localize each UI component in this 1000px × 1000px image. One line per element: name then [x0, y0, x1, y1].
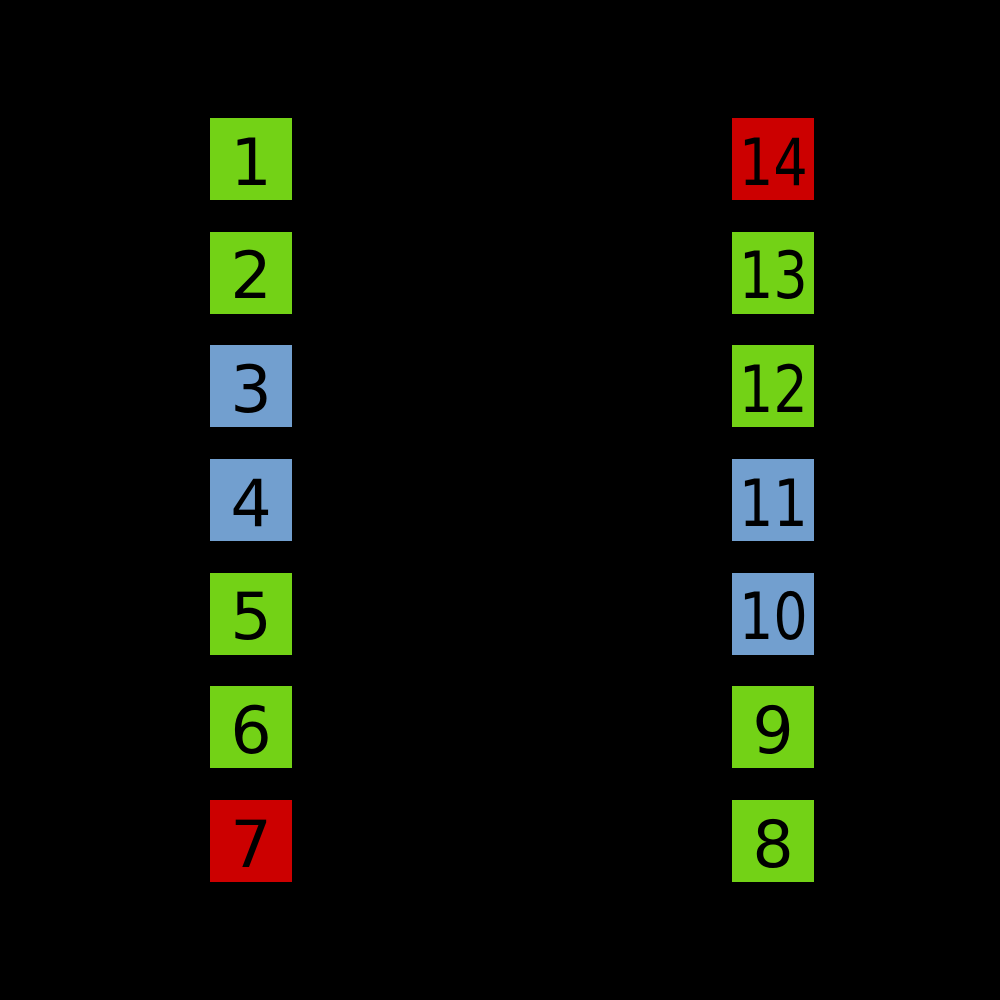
pin-number: 6	[230, 693, 272, 769]
pin-number: 3	[230, 352, 272, 428]
pin-square-5: 5	[210, 572, 292, 656]
pin-number: 11	[738, 466, 808, 542]
pin-square-1: 1	[210, 118, 292, 200]
pin-square-14: 14	[732, 118, 814, 200]
pin-square-7: 7	[210, 800, 292, 883]
pin-number: 1	[230, 125, 272, 201]
pin-number: 8	[752, 807, 794, 883]
pin-number: 9	[752, 693, 794, 769]
pin-number: 4	[230, 466, 272, 542]
pin-square-11: 11	[732, 459, 814, 542]
pin-square-9: 9	[732, 686, 814, 769]
pin-square-4: 4	[210, 459, 292, 542]
pin-square-8: 8	[732, 800, 814, 883]
pin-square-2: 2	[210, 231, 292, 315]
pin-number: 13	[738, 239, 808, 315]
pin-square-12: 12	[732, 345, 814, 428]
pin-square-10: 10	[732, 572, 814, 656]
pin-number: 2	[230, 239, 272, 315]
pin-square-6: 6	[210, 686, 292, 769]
pin-number: 10	[738, 580, 808, 656]
pin-number: 14	[738, 125, 808, 201]
pin-square-3: 3	[210, 345, 292, 428]
pin-square-13: 13	[732, 231, 814, 315]
right-pin-column: 14 13 12 11 10 9 8	[732, 118, 814, 883]
pin-number: 12	[738, 352, 808, 428]
pin-number: 5	[230, 580, 272, 656]
left-pin-column: 1 2 3 4 5 6 7	[210, 118, 292, 883]
pin-number: 7	[230, 807, 272, 883]
